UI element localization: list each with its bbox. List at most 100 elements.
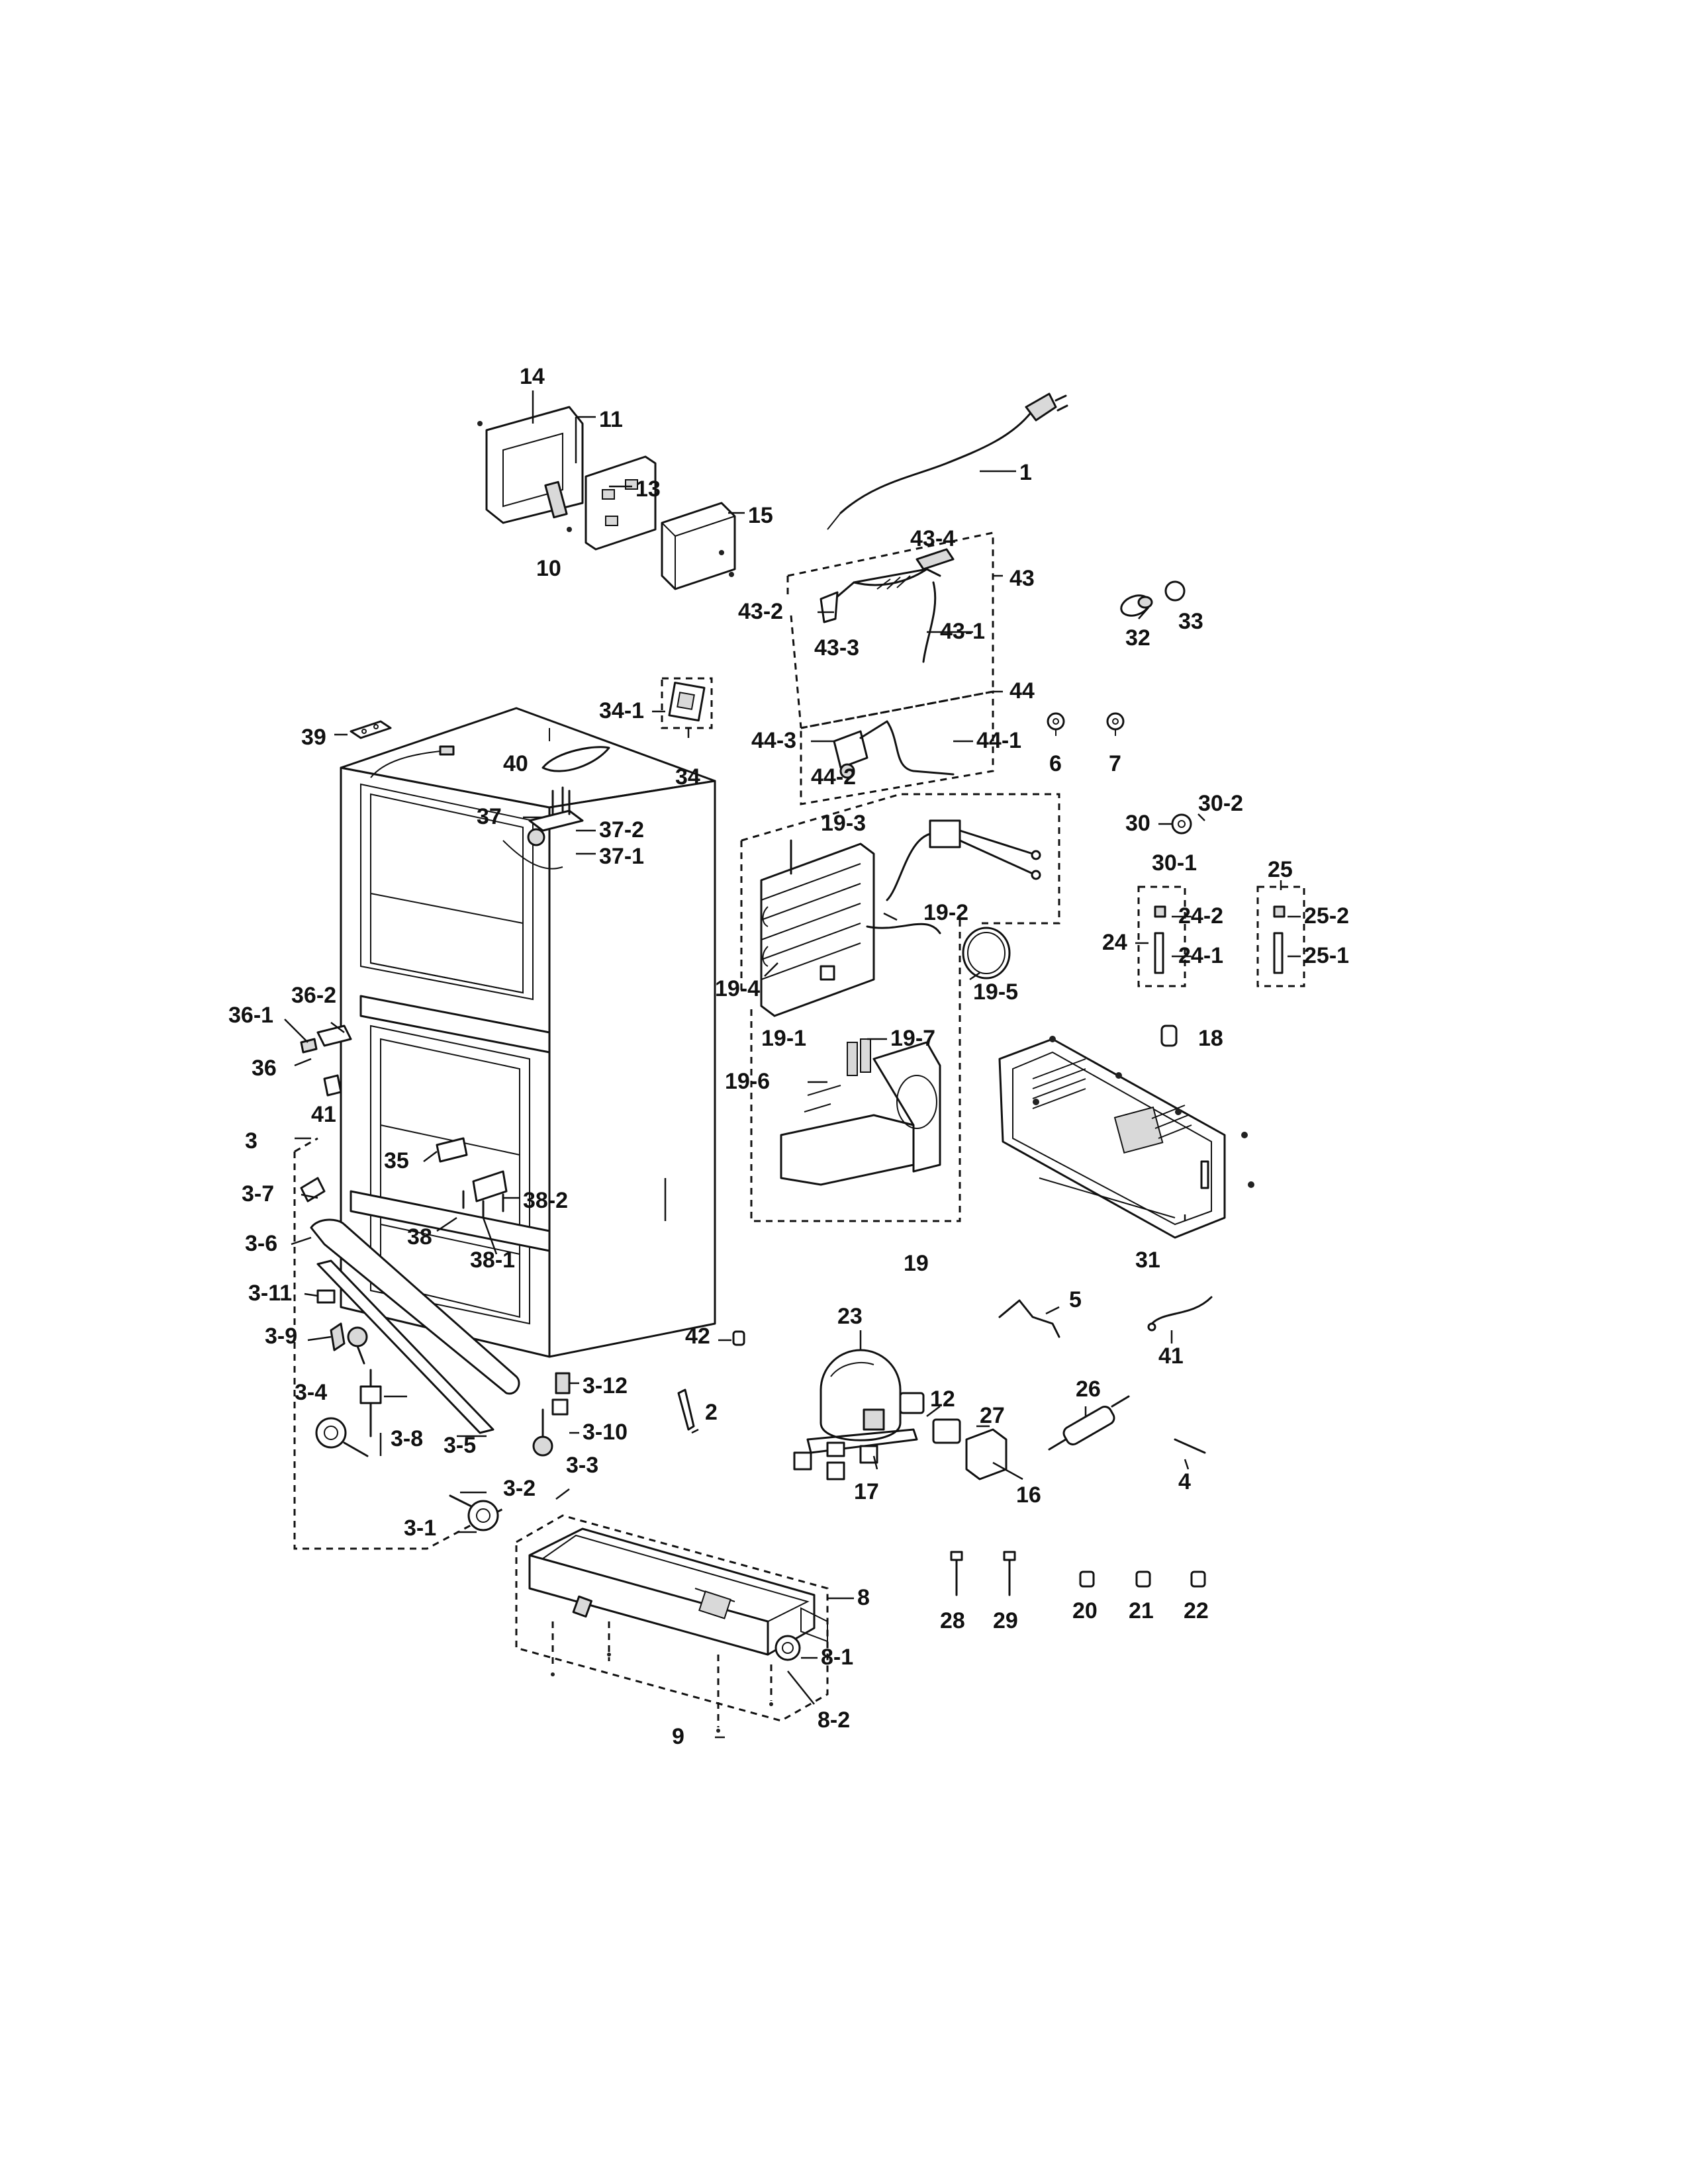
label-3-1: 3-1 <box>404 1516 436 1541</box>
label-38-2: 38-2 <box>523 1188 568 1213</box>
label-34: 34 <box>675 764 700 790</box>
heater-assembly-43 <box>786 531 994 729</box>
label-2: 2 <box>705 1400 718 1425</box>
label-43-4: 43-4 <box>910 526 955 551</box>
label-12: 12 <box>930 1387 955 1412</box>
part-18 <box>1160 1024 1178 1047</box>
label-3-3: 3-3 <box>566 1453 598 1478</box>
label-37-2: 37-2 <box>599 817 644 842</box>
label-4: 4 <box>1178 1469 1191 1494</box>
label-13: 13 <box>635 477 661 502</box>
part-30 <box>1171 813 1192 835</box>
tube-assembly-25 <box>1256 886 1305 987</box>
tube-assembly-24 <box>1137 886 1186 987</box>
label-37-1: 37-1 <box>599 844 644 869</box>
label-3-11: 3-11 <box>248 1281 292 1306</box>
hinge-assembly-37 <box>527 786 584 846</box>
label-36-1: 36-1 <box>228 1003 273 1028</box>
door-assembly-3 <box>293 1137 571 1550</box>
label-3-4: 3-4 <box>295 1380 327 1405</box>
label-19-3: 19-3 <box>821 811 866 836</box>
back-cover-31 <box>998 1036 1254 1239</box>
label-3: 3 <box>245 1128 258 1154</box>
label-5: 5 <box>1069 1287 1082 1312</box>
label-3-2: 3-2 <box>503 1476 536 1501</box>
label-26: 26 <box>1076 1377 1101 1402</box>
label-10: 10 <box>536 556 561 581</box>
label-41-b: 41 <box>1158 1343 1184 1369</box>
label-24-1: 24-1 <box>1178 943 1223 968</box>
label-3-5: 3-5 <box>444 1433 476 1458</box>
drier-26 <box>1048 1395 1130 1451</box>
label-6: 6 <box>1049 751 1062 776</box>
label-33: 33 <box>1178 609 1203 634</box>
label-38: 38 <box>407 1224 432 1250</box>
label-39: 39 <box>301 725 326 750</box>
label-3-12: 3-12 <box>583 1373 628 1398</box>
base-frame-8 <box>515 1514 829 1733</box>
label-1: 1 <box>1019 460 1032 485</box>
label-29: 29 <box>993 1608 1018 1633</box>
label-3-8: 3-8 <box>391 1426 423 1451</box>
label-19-2: 19-2 <box>923 900 968 925</box>
label-3-9: 3-9 <box>265 1324 297 1349</box>
label-9: 9 <box>672 1724 684 1749</box>
cabinet-body <box>340 707 716 1358</box>
label-19: 19 <box>904 1251 929 1276</box>
grommets-6-7 <box>1047 712 1125 736</box>
label-25-2: 25-2 <box>1304 903 1349 929</box>
label-20: 20 <box>1072 1598 1098 1623</box>
part-labels: 14 11 13 15 10 1 43-4 43 43-2 43-1 43-3 … <box>228 364 1349 1749</box>
label-19-1: 19-1 <box>761 1026 806 1051</box>
label-19-4: 19-4 <box>715 976 760 1001</box>
relay-parts <box>899 1392 1008 1480</box>
label-24-2: 24-2 <box>1178 903 1223 929</box>
label-18: 18 <box>1198 1026 1223 1051</box>
label-44-1: 44-1 <box>976 728 1021 753</box>
hardware-screws <box>950 1551 1206 1596</box>
power-cord <box>827 392 1068 530</box>
evaporator-assembly-19 <box>740 793 1060 1222</box>
cover-40 <box>541 728 610 772</box>
label-23: 23 <box>837 1304 863 1329</box>
label-14: 14 <box>520 364 545 389</box>
label-19-5: 19-5 <box>973 979 1018 1005</box>
label-7: 7 <box>1109 751 1121 776</box>
label-3-6: 3-6 <box>245 1231 277 1256</box>
label-17: 17 <box>854 1479 879 1504</box>
label-40: 40 <box>503 751 528 776</box>
label-30-2: 30-2 <box>1198 791 1243 816</box>
label-44-2: 44-2 <box>811 764 856 790</box>
label-36-2: 36-2 <box>291 983 336 1008</box>
label-42: 42 <box>685 1324 710 1349</box>
switch-assembly-34 <box>661 677 713 729</box>
label-11: 11 <box>599 407 623 432</box>
label-28: 28 <box>940 1608 965 1633</box>
label-31: 31 <box>1135 1248 1160 1273</box>
control-box-assembly <box>477 406 736 590</box>
label-3-10: 3-10 <box>583 1420 628 1445</box>
label-43: 43 <box>1009 566 1035 591</box>
label-22: 22 <box>1184 1598 1209 1623</box>
label-8-2: 8-2 <box>818 1707 850 1733</box>
label-24: 24 <box>1102 930 1127 955</box>
label-43-1: 43-1 <box>940 619 985 644</box>
label-8: 8 <box>857 1585 870 1610</box>
part-39 <box>350 720 392 739</box>
label-35: 35 <box>384 1148 409 1173</box>
label-38-1: 38-1 <box>470 1248 515 1273</box>
label-34-1: 34-1 <box>599 698 644 723</box>
label-30-1: 30-1 <box>1152 850 1197 876</box>
small-wires <box>998 1296 1213 1454</box>
label-43-3: 43-3 <box>814 635 859 660</box>
label-37: 37 <box>477 804 502 829</box>
label-25: 25 <box>1268 857 1293 882</box>
label-44-3: 44-3 <box>751 728 796 753</box>
label-15: 15 <box>748 503 773 528</box>
label-41-a: 41 <box>311 1102 336 1127</box>
label-19-7: 19-7 <box>890 1026 935 1051</box>
compressor-23 <box>793 1349 918 1480</box>
label-27: 27 <box>980 1403 1005 1428</box>
label-25-1: 25-1 <box>1304 943 1349 968</box>
